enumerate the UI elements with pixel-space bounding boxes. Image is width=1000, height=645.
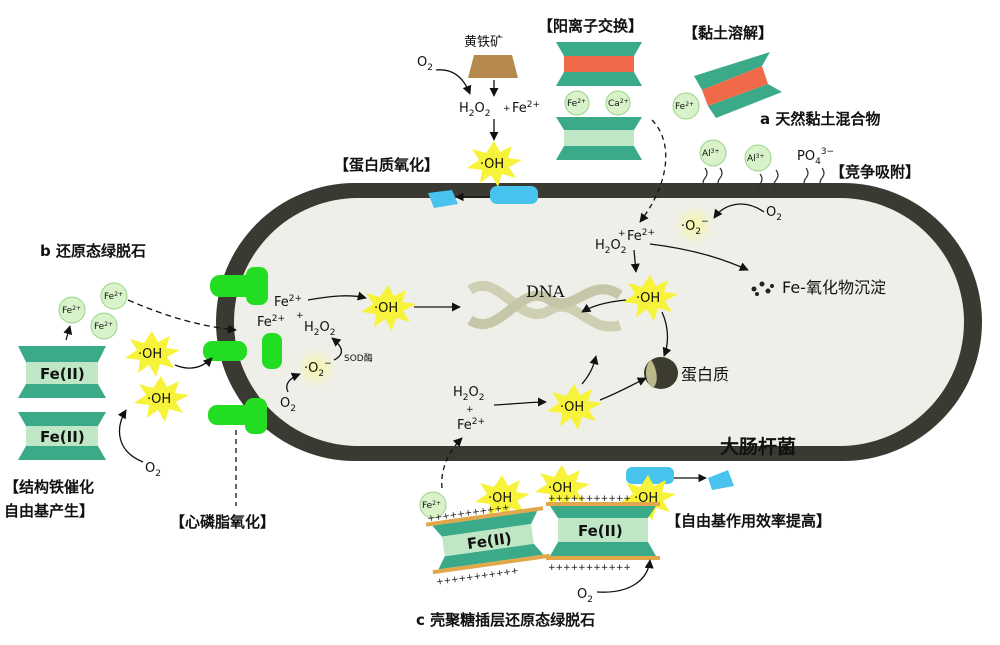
fe-oxide-precipitate [751, 281, 774, 296]
svg-text:+++++++++++: +++++++++++ [548, 494, 631, 504]
svg-text:Fe2+: Fe2+ [457, 417, 485, 433]
clay-exchange-stack [556, 42, 642, 160]
svg-text:·O2−: ·O2− [681, 217, 709, 237]
protein-oxidation-label: 【蛋白质氧化】 [334, 156, 439, 174]
svg-text:Fe(II): Fe(II) [40, 365, 85, 383]
membrane-protein-top-right [490, 186, 538, 204]
svg-text:·OH: ·OH [548, 481, 572, 496]
svg-text:·O2−: ·O2− [304, 359, 332, 379]
svg-text:Fe2+: Fe2+ [274, 294, 302, 310]
channel-protein-3 [208, 405, 256, 425]
cation-exchange-label: 【阳离子交换】 [538, 17, 643, 35]
membrane-protein-top-left [428, 190, 458, 208]
svg-text:O2: O2 [766, 205, 782, 223]
svg-text:Fe2+: Fe2+ [104, 291, 123, 302]
svg-text:+: + [296, 311, 304, 321]
section-a-label: a 天然黏土混合物 [760, 110, 880, 128]
svg-text:·OH: ·OH [138, 347, 162, 362]
svg-text:PO43−: PO43− [797, 147, 834, 167]
svg-text:·OH: ·OH [374, 301, 398, 316]
structural-iron-label-2: 自由基产生】 [4, 502, 94, 520]
svg-text:O2: O2 [577, 587, 593, 605]
svg-text:O2: O2 [280, 396, 296, 414]
pyrite-block [468, 55, 518, 78]
svg-text:H2O2: H2O2 [304, 320, 335, 338]
svg-text:Fe(II): Fe(II) [578, 522, 623, 540]
svg-text:Fe(II): Fe(II) [40, 428, 85, 446]
membrane-protein-bottom-left [626, 467, 674, 484]
radical-efficiency-label: 【自由基作用效率提高】 [666, 512, 831, 530]
svg-text:·OH: ·OH [488, 491, 512, 506]
dna-label: DNA [526, 282, 565, 301]
svg-text:Fe2+: Fe2+ [675, 101, 694, 112]
svg-text:Al3+: Al3+ [702, 148, 720, 159]
fe-oxide-label: Fe-氧化物沉淀 [782, 278, 886, 297]
svg-text:+: + [466, 405, 474, 415]
h2o2-top: H2O2 [459, 101, 490, 119]
phospholipid-oxidation-label: 【心磷脂氧化】 [170, 513, 275, 531]
chitosan-nontronite-left: +++++++++++ +++++++++++ Fe(II) [425, 503, 550, 588]
svg-text:·OH: ·OH [560, 400, 584, 415]
protein-label: 蛋白质 [681, 365, 729, 384]
svg-text:Fe2+: Fe2+ [627, 228, 655, 244]
svg-text:Fe2+: Fe2+ [94, 321, 113, 332]
svg-text:O2: O2 [145, 461, 161, 479]
sod-label: SOD酶 [344, 352, 373, 364]
dna-helix [467, 280, 623, 332]
structural-iron-label-1: 【结构铁催化 [4, 478, 94, 496]
svg-text:Fe2+: Fe2+ [422, 500, 441, 511]
channel-protein-2 [203, 341, 247, 361]
ecoli-label: 大肠杆菌 [720, 435, 796, 458]
svg-text:Al3+: Al3+ [747, 153, 765, 164]
svg-text:·OH: ·OH [636, 291, 660, 306]
svg-text:+: + [503, 104, 511, 114]
section-b-label: b 还原态绿脱石 [40, 242, 146, 260]
svg-text:H2O2: H2O2 [595, 238, 626, 256]
svg-text:Ca2+: Ca2+ [608, 98, 629, 109]
svg-text:Fe2+: Fe2+ [567, 98, 586, 109]
competitive-adsorption-label: 【竞争吸附】 [830, 163, 920, 181]
fe2-top: Fe2+ [512, 100, 540, 116]
chitosan-nontronite-right: +++++++++++ +++++++++++ Fe(II) [546, 494, 660, 573]
fe2-ions-left [58, 282, 128, 340]
clay-dissolving-layer [694, 52, 782, 118]
svg-text:Fe2+: Fe2+ [257, 314, 285, 330]
svg-text:H2O2: H2O2 [453, 385, 484, 403]
svg-text:+: + [618, 229, 626, 239]
section-c-label: c 壳聚糖插层还原态绿脱石 [416, 611, 595, 629]
membrane-protein-bottom-right [708, 470, 734, 490]
clay-dissolution-label: 【黏土溶解】 [683, 24, 773, 42]
svg-text:Fe2+: Fe2+ [62, 305, 81, 316]
svg-text:+++++++++++: +++++++++++ [548, 563, 631, 573]
protein-blob [644, 357, 678, 389]
adsorption-tails [702, 167, 825, 195]
nontronite-stack-b [18, 346, 106, 460]
svg-text:·OH: ·OH [480, 157, 504, 172]
svg-text:O2: O2 [417, 55, 433, 73]
pyrite-label: 黄铁矿 [464, 35, 503, 50]
svg-text:·OH: ·OH [147, 392, 171, 407]
